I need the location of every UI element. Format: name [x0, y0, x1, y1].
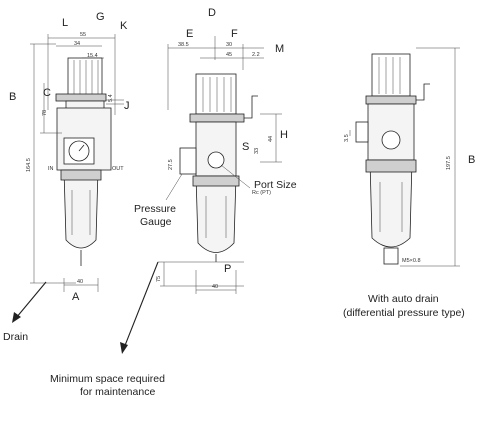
caption-pressure: Pressure: [134, 203, 176, 215]
dim-m5: M5×0.8: [402, 258, 421, 264]
dim-15-4: 15.4: [87, 53, 98, 59]
dim-34: 34: [74, 41, 80, 47]
label-L: L: [62, 17, 68, 29]
dim-3-5: 3.5: [344, 134, 350, 142]
front-view: [30, 34, 124, 292]
label-C: C: [43, 87, 51, 99]
dim-75: 75: [156, 276, 162, 282]
regulator-knob: [67, 57, 103, 99]
caption-gauge: Gauge: [140, 216, 172, 228]
label-H: H: [280, 129, 288, 141]
dim-55: 55: [80, 32, 86, 38]
dim-rc: Rc (PT): [252, 190, 271, 196]
label-M: M: [275, 43, 284, 55]
dim-30: 30: [226, 42, 232, 48]
label-D: D: [208, 7, 216, 19]
label-K: K: [120, 20, 128, 32]
maintenance-arrow: [120, 261, 159, 354]
regulator-knob-side: [195, 73, 237, 115]
pressure-gauge-side: [179, 147, 197, 175]
dim-2-2: 2.2: [252, 52, 260, 58]
caption-maintenance-2: for maintenance: [80, 386, 155, 398]
dim-5-4: 5.4: [108, 94, 114, 102]
port-in: IN: [48, 166, 54, 172]
auto-drain-view: [349, 47, 460, 267]
label-B-left: B: [9, 91, 16, 103]
label-F: F: [231, 28, 238, 40]
label-P: P: [224, 263, 231, 275]
dim-38-5: 38.5: [178, 42, 189, 48]
dim-45: 45: [226, 52, 232, 58]
caption-auto-drain-2: (differential pressure type): [343, 307, 465, 319]
caption-maintenance-1: Minimum space required: [50, 373, 165, 385]
filter-bowl-side: [195, 175, 237, 253]
caption-auto-drain-1: With auto drain: [368, 293, 439, 305]
caption-drain: Drain: [3, 331, 28, 343]
dim-197-5: 197.5: [446, 156, 452, 170]
dim-164-5: 164.5: [26, 158, 32, 172]
dim-33: 33: [254, 148, 260, 154]
filter-bowl-auto: [369, 159, 413, 248]
filter-bowl: [63, 169, 99, 249]
label-B-right: B: [468, 154, 475, 166]
label-E: E: [186, 28, 193, 40]
dim-78: 78: [42, 110, 48, 116]
port: [207, 151, 225, 169]
dim-40-mid: 40: [212, 284, 218, 290]
auto-drain-valve: [383, 247, 399, 265]
label-S: S: [242, 141, 249, 153]
side-view: [158, 36, 282, 294]
dim-27-5: 27.5: [168, 159, 174, 170]
label-G: G: [96, 11, 105, 23]
label-J: J: [124, 100, 130, 112]
dim-40-left: 40: [77, 279, 83, 285]
port-size-leader: [220, 164, 251, 189]
label-A: A: [72, 291, 80, 303]
port-out: OUT: [112, 166, 124, 172]
regulator-knob-auto: [371, 53, 411, 97]
dim-44: 44: [268, 136, 274, 142]
pressure-gauge-leader: [165, 173, 183, 201]
drain-arrow: [12, 281, 47, 323]
caption-port-size: Port Size: [254, 179, 297, 191]
